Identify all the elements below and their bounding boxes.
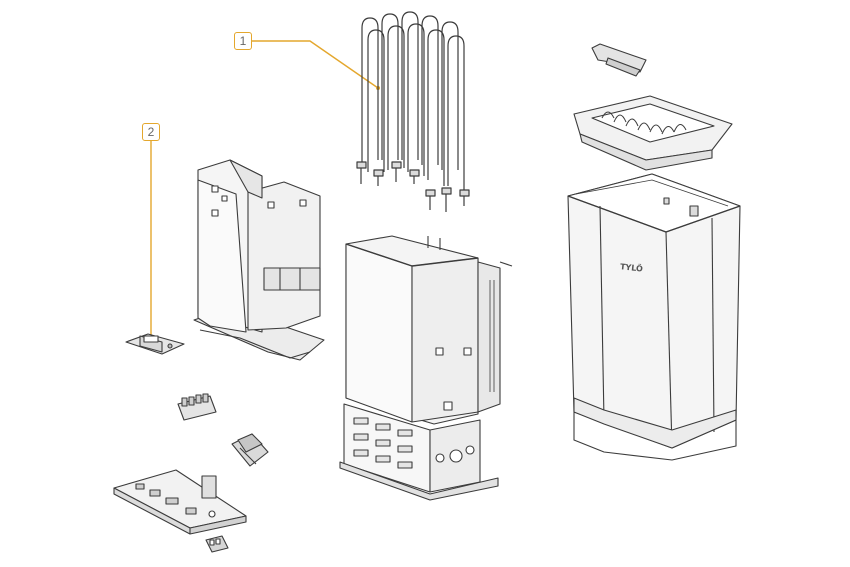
control-board-relay <box>201 475 217 499</box>
vent-box-base <box>339 461 499 501</box>
callout-1-label: 1 <box>234 32 252 50</box>
small-circuit-board <box>125 333 185 355</box>
lower-vent-box <box>339 403 499 501</box>
stone-holder-tray <box>573 95 733 171</box>
main-body <box>345 235 513 425</box>
heating-elements <box>356 11 470 212</box>
brand-mark: TYLÖ <box>620 261 644 273</box>
heating-element-terminals <box>356 161 470 212</box>
outer-casing: TYLÖ <box>567 173 741 461</box>
frame-bracket <box>263 267 321 291</box>
small-connector <box>205 535 229 553</box>
top-bracket <box>591 43 647 77</box>
callout-2-label: 2 <box>142 123 160 141</box>
vent-louvres <box>353 417 413 469</box>
callout-1-leader <box>252 40 379 89</box>
connector-block <box>231 433 269 467</box>
inner-frame <box>193 159 325 361</box>
control-board <box>113 469 247 535</box>
terminal-block <box>177 393 217 421</box>
